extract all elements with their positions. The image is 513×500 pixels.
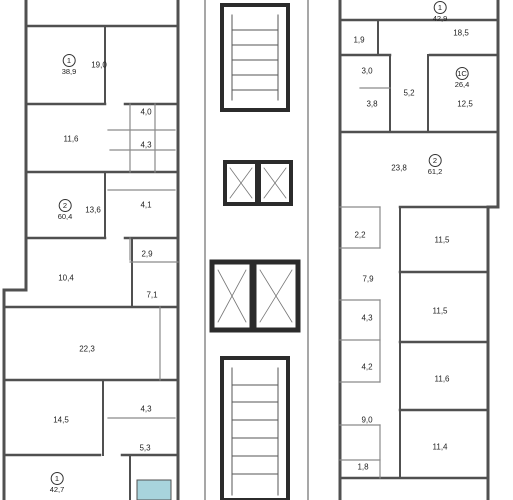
rooms-count: 1: [62, 54, 76, 67]
room-area-label: 12,5: [457, 99, 473, 109]
apartment-badge-4: 1 42,9: [432, 1, 448, 23]
room-area-label: 2,9: [141, 249, 153, 259]
rooms-count: 1: [433, 1, 447, 14]
apartment-area: 38,9: [61, 67, 77, 76]
apartment-area: 60,4: [57, 212, 73, 221]
apartment-area: 61,2: [427, 167, 443, 176]
left-partition-b: [129, 237, 133, 500]
room-area-label: 13,6: [85, 205, 101, 215]
room-area-label: 4,3: [140, 404, 152, 414]
apartment-badge-5: 1C 26,4: [454, 67, 470, 89]
room-area-label: 3,0: [361, 66, 373, 76]
room-area-label: 4,3: [361, 313, 373, 323]
rooms-count: 1: [50, 472, 64, 485]
rooms-count: 2: [58, 199, 72, 212]
room-area-label: 7,9: [362, 274, 374, 284]
room-area-label: 11,6: [63, 134, 79, 144]
room-area-label: 2,2: [354, 230, 366, 240]
rooms-count: 2: [428, 154, 442, 167]
apartment-badge-6: 2 61,2: [427, 154, 443, 176]
right-partition-b: [377, 19, 429, 133]
room-area-label: 4,3: [140, 140, 152, 150]
room-area-label: 7,1: [146, 290, 158, 300]
room-area-label: 11,5: [434, 235, 450, 245]
apartment-area: 42,9: [432, 14, 448, 23]
left-partition-a: [102, 25, 106, 456]
apartment-area: 26,4: [454, 80, 470, 89]
stair-bottom: [220, 356, 290, 500]
shaft-right: [251, 259, 301, 333]
elevator-right: [257, 160, 293, 206]
left-partition-d: [107, 129, 179, 419]
room-area-label: 4,0: [140, 107, 152, 117]
room-area-label: 5,2: [403, 88, 415, 98]
left-partition-c: [129, 103, 161, 381]
right-facade-wall: [486, 0, 500, 500]
room-area-label: 11,4: [432, 442, 448, 452]
room-area-label: 9,0: [361, 415, 373, 425]
highlighted-fixture: [136, 479, 172, 500]
right-partition-d: [359, 87, 391, 479]
room-area-label: 1,9: [353, 35, 365, 45]
apartment-badge-3: 1 42,7: [49, 472, 65, 494]
room-area-label: 18,5: [453, 28, 469, 38]
room-area-label: 11,6: [434, 374, 450, 384]
core-side-walls: [204, 0, 309, 500]
room-area-label: 4,1: [140, 200, 152, 210]
room-area-label: 3,8: [366, 99, 378, 109]
room-area-label: 4,2: [361, 362, 373, 372]
elevator-cross: [217, 167, 293, 323]
apartment-badge-2: 2 60,4: [57, 199, 73, 221]
apartment-area: 42,7: [49, 485, 65, 494]
room-area-label: 19,0: [91, 60, 107, 70]
room-area-label: 22,3: [79, 344, 95, 354]
room-area-label: 23,8: [391, 163, 407, 173]
stair-top: [220, 3, 290, 112]
room-area-label: 14,5: [53, 415, 69, 425]
rooms-count: 1C: [455, 67, 469, 80]
apartment-badge-1: 1 38,9: [61, 54, 77, 76]
room-area-label: 5,3: [139, 443, 151, 453]
right-partition-c: [339, 206, 381, 461]
room-area-label: 11,5: [432, 306, 448, 316]
stair-flight-top: [231, 14, 279, 101]
stair-flight-bottom: [231, 367, 279, 496]
left-facade-wall: [2, 0, 28, 500]
room-area-label: 1,8: [357, 462, 369, 472]
room-area-label: 10,4: [58, 273, 74, 283]
